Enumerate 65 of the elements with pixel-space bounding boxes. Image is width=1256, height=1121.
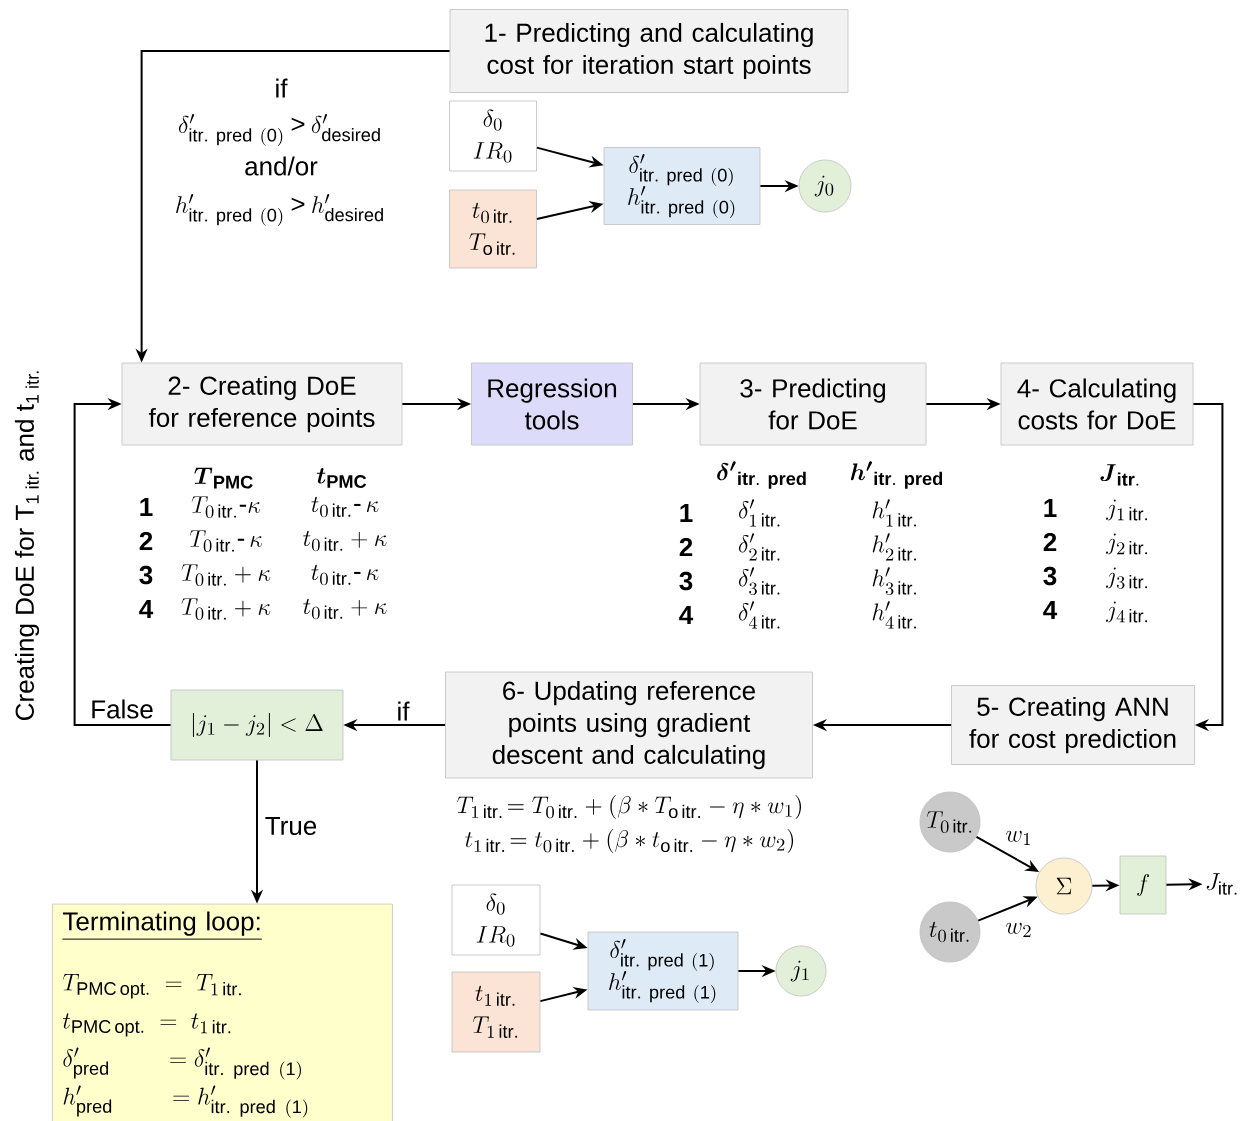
row-number: 3: [139, 565, 153, 585]
row-number: 4: [679, 606, 694, 624]
process-box: 1- Predicting and calculating cost for iteration start points: [449, 9, 849, 93]
arrow: [1192, 403, 1224, 732]
table-cell: $h'_{1\,\mathrm{itr.}}$: [872, 499, 916, 527]
table-cell: $\delta'_{3\,\mathrm{itr.}}$: [738, 567, 780, 595]
row-number: 1: [140, 498, 153, 516]
table-cell: $j_{1\,\mathrm{itr.}}$: [1106, 499, 1148, 521]
table-cell: $j_{2\,\mathrm{itr.}}$: [1106, 533, 1148, 555]
note-box: Terminating loop: $T_{\mathrm{PMC\,opt.}}\;=\;T_{1\,\mathrm{itr.}}$ $t_{\mathrm{PMC\,opt.}}\;=\;t_{1\,\mathrm{itr.}}$ $\delta'_{\mathrm{pred}}\qquad=\delta'_{\mathrm{itr.\ pred\ (1)}}$ $h'_{\mathrm{pred}}\qquad=h'_{\mathrm{itr.\ pred\ (1)}}$: [52, 903, 393, 1121]
row-number: 2: [679, 537, 693, 557]
table-cell: $t_{0\,\mathrm{itr.}}+\kappa$: [303, 530, 387, 552]
table-cell: $t_{0\,\mathrm{itr.}}+\kappa$: [303, 598, 387, 620]
row-number: 3: [679, 571, 693, 591]
process-box: 4- Calculating costs for DoE: [1000, 362, 1194, 446]
row-number: 1: [1044, 499, 1057, 517]
table-cell: $t_{0\,\mathrm{itr.}}\text{-}\,\kappa$: [311, 496, 379, 518]
condition-text: and/or: [245, 156, 318, 176]
equation: $t_{1\,\mathrm{itr.}}\!=t_{0\,\mathrm{itr.}}+(\beta*t_{\mathrm{o\,itr.}}-\eta*w_2)$: [465, 829, 794, 854]
edge-label: if: [394, 699, 412, 723]
input-box: $t_{1\,\mathrm{itr.}}$ $T_{1\,\mathrm{itr.}}$: [451, 971, 541, 1053]
table-cell: $h'_{2\,\mathrm{itr.}}$: [872, 533, 916, 561]
table-cell: $h'_{4\,\mathrm{itr.}}$: [872, 601, 916, 629]
table-cell: $T_{0\,\mathrm{itr.}}+\kappa$: [181, 564, 271, 586]
condition-text: $h'_{\mathrm{itr.\ pred\ (0)}}\mathbin{\textsf{>}}h'_{\mathrm{desired}}$: [176, 194, 383, 226]
input-box: $\delta_0$ $IR_0$: [451, 884, 541, 956]
edge-label: True: [262, 814, 320, 838]
table-cell: $T_{0\,\mathrm{itr.}}+\kappa$: [181, 598, 271, 620]
table-cell: $j_{3\,\mathrm{itr.}}$: [1106, 567, 1148, 589]
tool-box: Regression tools: [471, 362, 633, 446]
table-cell: $\delta'_{1\,\mathrm{itr.}}$: [738, 499, 780, 527]
table-cell: $t_{0\,\mathrm{itr.}}\text{-}\,\kappa$: [311, 564, 379, 586]
input-box: $\delta_0$ $IR_0$: [449, 100, 537, 172]
edge-label: $w_2$: [1003, 921, 1035, 939]
output-label: $J_{\mathrm{itr.}}$: [1206, 873, 1237, 895]
process-box: 5- Creating ANN for cost prediction: [951, 685, 1195, 765]
condition-text: if: [276, 78, 288, 98]
table-cell: $h'_{3\,\mathrm{itr.}}$: [872, 567, 916, 595]
table-cell: $T_{0\,\mathrm{itr.}}\text{-}\,\kappa$: [189, 530, 263, 552]
activation-box: $f$: [1119, 855, 1167, 915]
table-header: $\boldsymbol{t}_{\mathbf{PMC}}$: [316, 467, 367, 488]
table-header: $\boldsymbol{T}_{\mathbf{PMC}}$: [194, 467, 253, 489]
output-box: $\delta'_{\mathrm{itr.\ pred\ (0)}}$ $h'_{\mathrm{itr.\ pred\ (0)}}$: [603, 147, 761, 225]
input-box: $t_{0\,\mathrm{itr.}}$ $T_{\mathrm{o\,itr.}}$: [449, 189, 537, 269]
decision-box: $\left|j_1-j_2\right|<\Delta$: [170, 689, 344, 761]
table-cell: $\delta'_{4\,\mathrm{itr.}}$: [738, 601, 780, 629]
process-box: 3- Predicting for DoE: [699, 362, 927, 446]
table-header: $\boldsymbol{J}_{\mathbf{itr.}}$: [1100, 464, 1139, 486]
row-number: 2: [1043, 532, 1057, 552]
table-cell: $j_{4\,\mathrm{itr.}}$: [1106, 601, 1148, 623]
row-number: 4: [139, 600, 154, 618]
arrow: [73, 397, 172, 726]
process-box: 2- Creating DoE for reference points: [121, 362, 403, 446]
row-number: 3: [1043, 566, 1057, 586]
condition-text: $\delta'_{\mathrm{itr.\ pred\ (0)}}\mathbin{\textsf{>}}\delta'_{\mathrm{desired}}$: [178, 114, 380, 146]
edge-label: False: [88, 697, 156, 721]
table-cell: $\delta'_{2\,\mathrm{itr.}}$: [738, 533, 780, 561]
output-box: $\delta'_{\mathrm{itr.\ pred\ (1)}}$ $h'_{\mathrm{itr.\ pred\ (1)}}$: [587, 931, 739, 1011]
table-cell: $T_{0\,\mathrm{itr.}}\text{-}\kappa$: [191, 496, 261, 518]
row-number: 4: [1043, 601, 1058, 619]
row-number: 1: [680, 504, 693, 522]
edge-label: $w_1$: [1003, 829, 1035, 847]
row-number: 2: [139, 531, 153, 551]
side-label: Creating DoE for T$_{1 itr.}$ and t$_{1 itr.}$: [14, 371, 40, 720]
process-box: 6- Updating reference points using gradient descent and calculating: [445, 671, 813, 779]
